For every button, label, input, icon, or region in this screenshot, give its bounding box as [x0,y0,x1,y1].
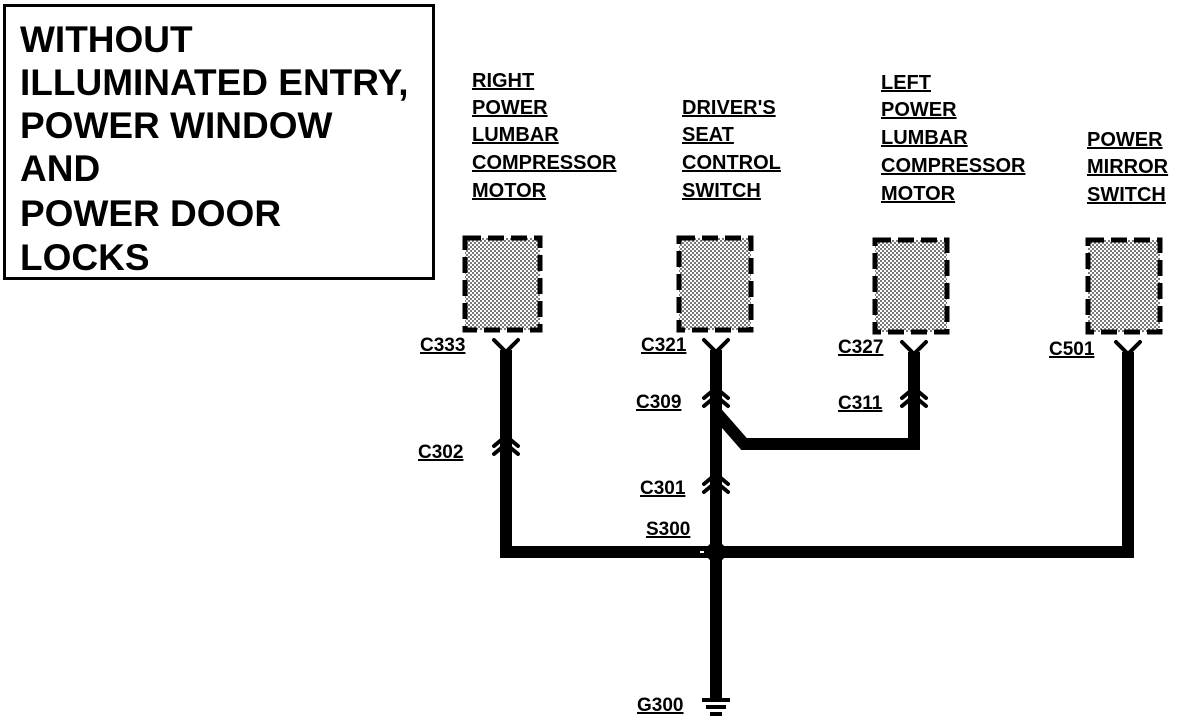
title-line-1: WITHOUT [20,19,193,60]
left-lumbar-label-line: MOTOR [881,183,956,205]
power-mirror-switch-box [1085,237,1163,335]
wire-power-mirror [716,352,1134,558]
left-lumbar-label-line: POWER [881,99,957,121]
power-mirror-label-line: SWITCH [1087,184,1166,206]
right-lumbar-label-line: COMPRESSOR [472,152,617,174]
c327-label: C327 [838,337,884,358]
left-lumbar-label-line: LUMBAR [881,127,968,149]
right-lumbar-label-line: MOTOR [472,180,547,202]
title-box: WITHOUT ILLUMINATED ENTRY, POWER WINDOW … [3,4,435,280]
title-line-3: POWER WINDOW [20,105,333,146]
c321-connector-symbol [702,338,730,355]
c501-label: C501 [1049,339,1095,360]
connector-symbols [492,338,1142,494]
title-line-5: POWER DOOR [20,193,282,234]
c333-label: C333 [420,335,466,356]
c309-connector-symbol [702,385,730,408]
c501-connector-symbol [1114,340,1142,357]
right-lumbar-label-line: POWER [472,97,548,119]
c301-label: C301 [640,478,686,499]
drivers-seat-switch-box [676,235,754,333]
drivers-seat-label-line: SWITCH [682,180,761,202]
power-mirror-label-line: MIRROR [1087,156,1169,178]
g300-label: G300 [637,695,684,716]
s300-splice-dot [706,542,726,562]
left-lumbar-motor-box [872,237,950,335]
c301-connector-symbol [702,471,730,494]
c309-label: C309 [636,392,682,413]
g300-ground-icon [702,688,730,716]
power-mirror-label-line: POWER [1087,129,1163,151]
s300-label: S300 [646,519,691,540]
left-lumbar-label-line: COMPRESSOR [881,155,1026,177]
title-line-6: LOCKS [20,237,150,278]
c302-connector-symbol [492,433,520,456]
title-line-4: AND [20,148,101,189]
c311-label: C311 [838,393,883,414]
c327-connector-symbol [900,340,928,357]
ground-wires [500,350,1134,700]
drivers-seat-label-line: CONTROL [682,152,781,174]
c302-label: C302 [418,442,464,463]
right-lumbar-label-line: LUMBAR [472,124,559,146]
title-line-2: ILLUMINATED ENTRY, [20,62,409,103]
drivers-seat-label-line: SEAT [682,124,734,146]
right-lumbar-motor-box [462,235,543,333]
c311-connector-symbol [900,385,928,408]
wire-right-lumbar [500,350,716,558]
drivers-seat-label-line: DRIVER'S [682,97,776,119]
c321-label: C321 [641,335,687,356]
left-lumbar-label-line: LEFT [881,72,931,94]
right-lumbar-label-line: RIGHT [472,70,535,92]
c333-connector-symbol [492,338,520,355]
wire-left-lumbar-branch [711,352,920,450]
